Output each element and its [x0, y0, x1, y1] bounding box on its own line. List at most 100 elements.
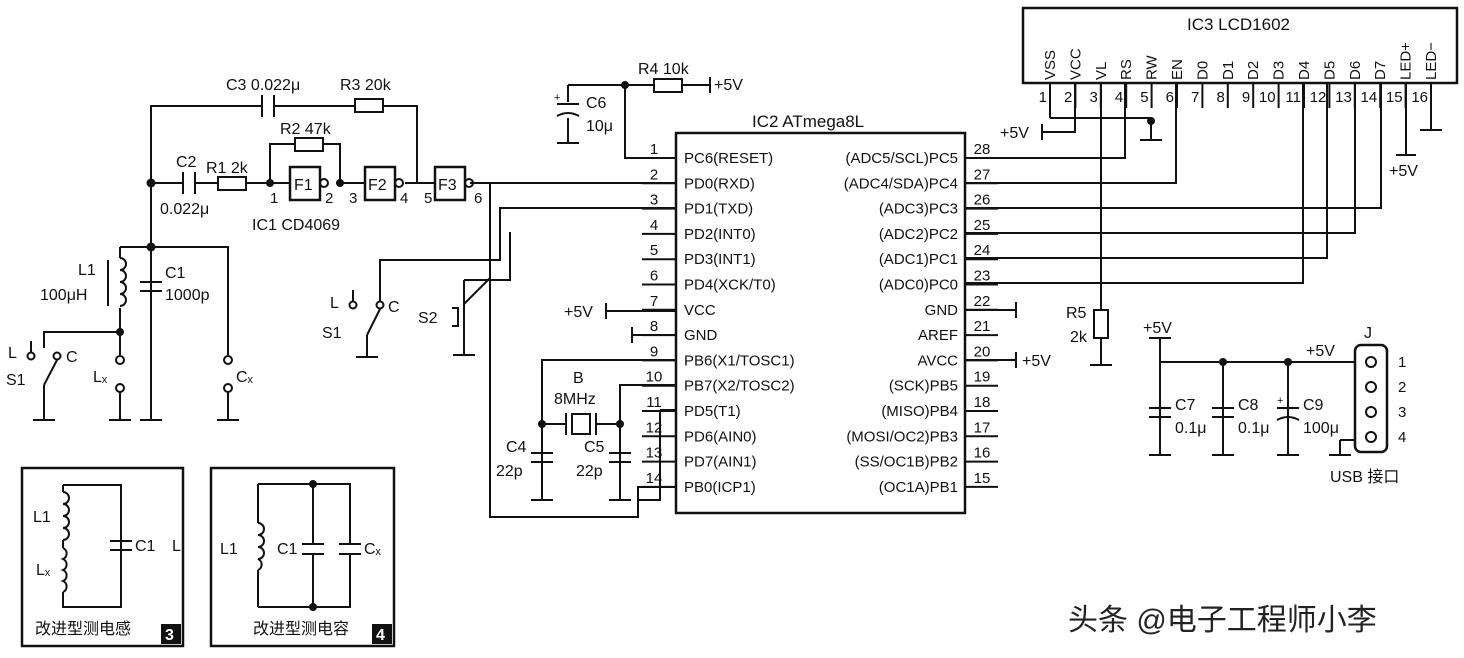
c3-label: C3 0.022μ	[226, 77, 300, 94]
power-usb-section: +5V +5V + C7 0.1μ C8 0.1μ C9 100μ J 1 2 …	[1143, 320, 1406, 486]
ic2-pin-name: PD3(INT1)	[684, 251, 756, 268]
f2-inverter: F2	[363, 165, 404, 202]
c4-capacitor	[531, 452, 553, 463]
ic3-body	[1021, 6, 1459, 85]
usb-pin-2	[1365, 381, 1377, 393]
s1-mid-terminal-l: L	[330, 295, 339, 312]
usb-interface-label: USB 接口	[1330, 468, 1399, 486]
ic1-pin-2: 2	[325, 190, 333, 207]
svg-text:4: 4	[376, 627, 385, 644]
usb-supply-right: +5V	[1306, 343, 1335, 360]
ic2-pin-name: PB0(ICP1)	[684, 479, 756, 496]
c4-value: 22p	[496, 463, 523, 480]
ic1-pin-1: 1	[270, 190, 278, 207]
r3-resistor	[354, 98, 384, 113]
c6-value: 10μ	[586, 118, 613, 135]
ic2-pin-name: PD6(AIN0)	[684, 428, 757, 445]
ic2-pin-num: 10	[646, 369, 663, 386]
ic3-title: IC3 LCD1602	[1187, 15, 1290, 34]
ic3-pin-num: 9	[1242, 89, 1250, 106]
inset3-l1: L1	[33, 509, 51, 526]
usb-pin-4	[1365, 431, 1377, 443]
ic3-pin-num: 8	[1216, 89, 1224, 106]
avcc-supply: +5V	[1022, 353, 1051, 370]
ic2-pin-name: (MISO)PB4	[881, 403, 958, 420]
ic3-pin-name: D3	[1271, 61, 1288, 80]
r4-resistor	[653, 78, 683, 93]
svg-text:2: 2	[1398, 379, 1406, 396]
svg-text:3: 3	[165, 627, 174, 644]
c9-label: C9	[1303, 397, 1324, 414]
c8-capacitor	[1212, 407, 1234, 418]
c2-capacitor	[182, 172, 196, 194]
c3-capacitor	[261, 95, 275, 117]
usb-pin-1	[1365, 356, 1377, 368]
ic2-pin-num: 8	[650, 318, 658, 335]
cx-terminal-top	[223, 355, 233, 365]
ic3-pin-name: D6	[1347, 61, 1364, 80]
ic2-pin-name: (ADC0)PC0	[879, 277, 958, 294]
ic2-pin-num: 15	[974, 470, 991, 487]
ic3-pin-num: 5	[1140, 89, 1148, 106]
s1-switch-middle	[348, 278, 385, 358]
ic2-pin-num: 5	[650, 242, 658, 259]
ic2-pin-name: PD4(XCK/T0)	[684, 277, 776, 294]
c7-value: 0.1μ	[1175, 420, 1206, 437]
inset-4-frame	[209, 466, 396, 648]
svg-text:F2: F2	[368, 177, 387, 194]
crystal-value: 8MHz	[554, 391, 596, 408]
l1-value: 100μH	[40, 287, 87, 304]
inset-3-inductance: L1 Lₓ C1 L 改进型测电感 3	[20, 466, 185, 648]
lx-terminal-top	[115, 355, 125, 365]
r4-label: R4 10k	[638, 61, 690, 78]
ic2-pin-num: 19	[974, 369, 991, 386]
ic2-pin-name: (ADC3)PC3	[879, 201, 958, 218]
ic2-pin-num: 6	[650, 268, 658, 285]
usb-jack-j	[1353, 343, 1389, 454]
r4-supply: +5V	[714, 77, 743, 94]
svg-text:+: +	[554, 92, 560, 104]
l1-inductor	[119, 257, 127, 307]
svg-text:F1: F1	[294, 177, 313, 194]
ic2-pin-name: VCC	[684, 302, 716, 319]
ic1-pin-6: 6	[474, 190, 482, 207]
svg-text:3: 3	[1398, 404, 1406, 421]
ic3-pin-name: EN	[1169, 59, 1186, 80]
ic3-pin-num: 3	[1089, 89, 1097, 106]
s2-switch	[452, 277, 491, 330]
ic2-pin-name: PB6(X1/TOSC1)	[684, 352, 795, 369]
ic3-pin-num: 11	[1285, 89, 1301, 106]
ic2-pin-num: 11	[646, 394, 662, 411]
ic3-pin-name: LED−	[1423, 42, 1440, 80]
ic1-title: IC1 CD4069	[252, 217, 340, 234]
inset3-edge: L	[172, 538, 181, 555]
ic2-pin-num: 24	[974, 242, 991, 259]
ic3-pin-num: 16	[1411, 89, 1428, 106]
inset3-badge	[161, 624, 181, 644]
ic2-pin-num: 4	[650, 217, 658, 234]
crystal-b	[565, 413, 597, 435]
oscillator-section: C3 0.022μ R3 20k C2 0.022μ R1 2k R2 47k …	[6, 77, 482, 421]
ic3-pin-num: 12	[1310, 89, 1327, 106]
ic3-pin-num: 7	[1191, 89, 1199, 106]
ic2-pin-name: GND	[684, 327, 718, 344]
ic3-lcd1602: IC3 LCD1602 VSS1VCC2VL3RS4RW5EN6D07D18D2…	[965, 6, 1459, 370]
ic2-pin-num: 27	[974, 166, 991, 183]
ic2-pin-num: 25	[974, 217, 991, 234]
ic3-pin-name: D4	[1296, 61, 1313, 80]
ic3-pin-name: D2	[1245, 61, 1262, 80]
ic2-pin-num: 28	[974, 141, 991, 158]
ic3-pin-num: 10	[1259, 89, 1276, 106]
inset4-badge	[372, 624, 392, 644]
ic2-pin-num: 12	[646, 419, 663, 436]
r5-value: 2k	[1070, 329, 1088, 346]
c2-value: 0.022μ	[160, 201, 209, 218]
ic2-pin-name: AVCC	[917, 352, 958, 369]
ic2-pin-num: 14	[646, 470, 663, 487]
ic2-pin-num: 9	[650, 343, 658, 360]
ic2-pin-name: PD0(RXD)	[684, 175, 755, 192]
r1-resistor	[217, 176, 247, 191]
r1-label: R1 2k	[206, 160, 249, 177]
ic2-pin-num: 2	[650, 166, 658, 183]
